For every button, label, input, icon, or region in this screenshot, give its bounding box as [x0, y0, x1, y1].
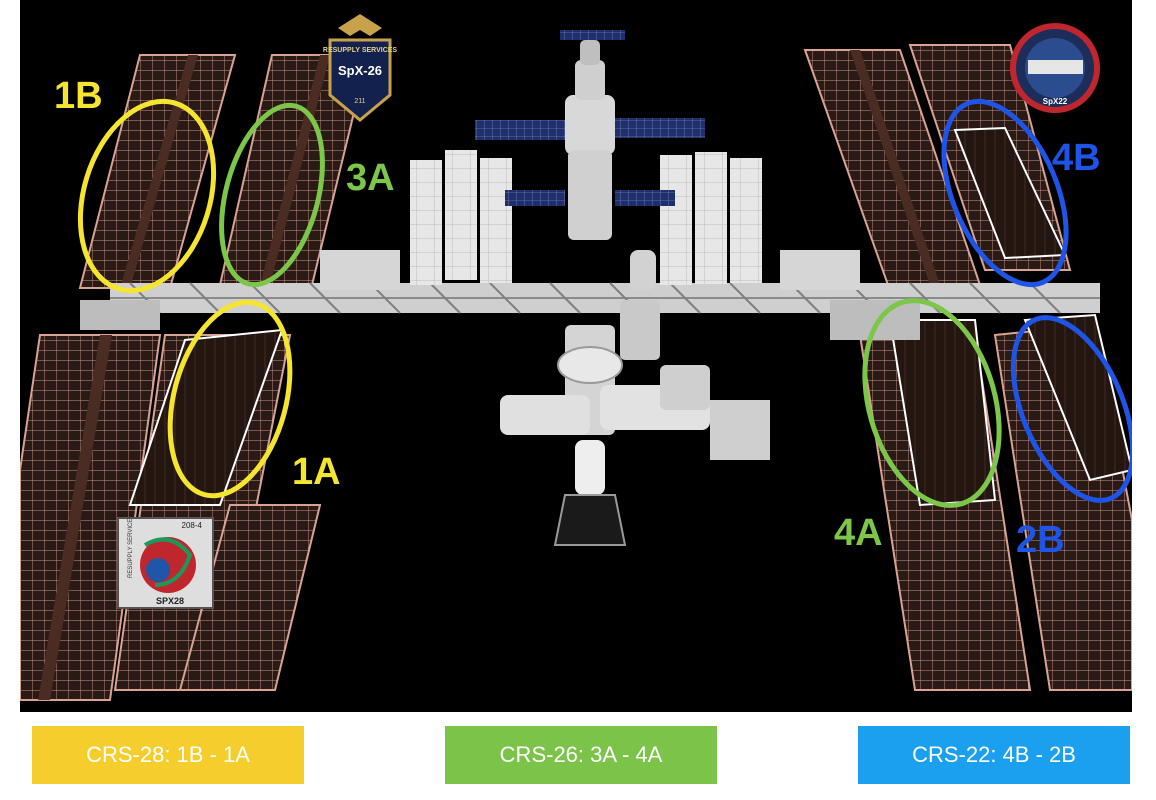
left-lower-arrays [20, 328, 322, 701]
ellipse-2b [1010, 315, 1132, 503]
radiators [410, 150, 762, 285]
patch-spx22: SpX22 [1010, 23, 1100, 113]
label-1b: 1B [54, 75, 103, 117]
legend-crs-28: CRS-28: 1B - 1A [32, 726, 304, 784]
ellipse-1b [77, 98, 217, 294]
legend-crs-26: CRS-26: 3A - 4A [445, 726, 717, 784]
array-labels: 1B 3A 1A 4B 4A 2B [54, 75, 1101, 561]
patch-spx26-line1: RESUPPLY SERVICES [323, 47, 398, 54]
legend-crs-22-text: CRS-22: 4B - 2B [912, 742, 1076, 767]
patch-spx28-line2: SPX28 [156, 596, 184, 606]
iss-photo: RESUPPLY SERVICES SpX-26 211 SpX22 RESUP… [20, 0, 1132, 712]
patch-spx22-label: SpX22 [1043, 97, 1068, 106]
ellipse-3a [219, 102, 325, 288]
patch-spx28: RESUPPLY SERVICE SPX28 208-4 [117, 517, 214, 609]
right-upper-arrays [803, 44, 1072, 286]
patch-spx28-line3: 208-4 [182, 521, 203, 530]
ellipse-1a [167, 299, 293, 499]
patch-spx26: RESUPPLY SERVICES SpX-26 211 [323, 14, 398, 122]
patch-spx26-line3: 211 [354, 98, 365, 105]
highlight-ellipses [77, 98, 1132, 508]
label-2b: 2B [1016, 519, 1065, 561]
right-lower-arrays [858, 313, 1132, 691]
label-3a: 3A [346, 157, 395, 199]
legend-crs-22: CRS-22: 4B - 2B [858, 726, 1130, 784]
label-1a: 1A [292, 451, 341, 493]
legend-crs-26-text: CRS-26: 3A - 4A [499, 742, 663, 767]
legend-crs-28-text: CRS-28: 1B - 1A [86, 742, 250, 767]
label-4b: 4B [1052, 137, 1101, 179]
station-modules [475, 30, 770, 546]
patch-spx28-line1: RESUPPLY SERVICE [128, 519, 134, 578]
patch-spx26-line2: SpX-26 [338, 63, 382, 78]
ellipse-4b [941, 98, 1069, 288]
label-4a: 4A [834, 512, 883, 554]
ellipse-4a [862, 298, 1002, 508]
left-upper-arrays [78, 54, 370, 289]
